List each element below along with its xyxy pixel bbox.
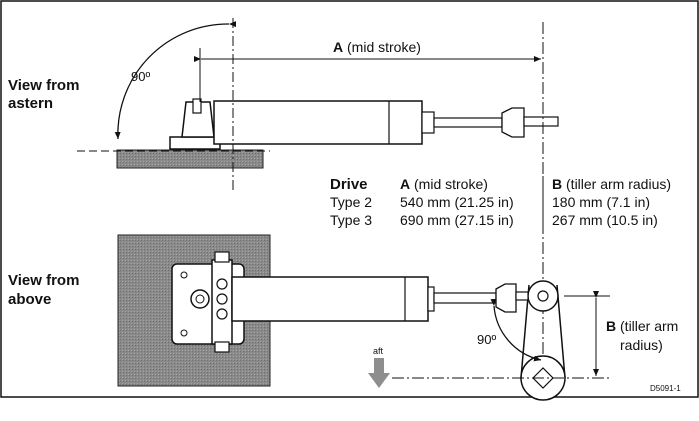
clevis-hole-1 bbox=[216, 278, 228, 290]
table-row-drive: Type 3 bbox=[330, 212, 372, 228]
table-header-a-letter: A bbox=[400, 176, 410, 192]
table-header-b-letter: B bbox=[552, 176, 562, 192]
astern-angle-arc bbox=[114, 21, 237, 140]
dim-b-letter: B bbox=[606, 318, 616, 334]
ram-rod bbox=[433, 117, 503, 128]
table-row-drive: Type 2 bbox=[330, 194, 372, 210]
rod-end-top bbox=[495, 283, 517, 313]
dim-b-label-line2: radius) bbox=[620, 337, 663, 353]
dim-b-caption-1: (tiller arm bbox=[616, 318, 678, 334]
plate-bolt-bl bbox=[180, 329, 188, 337]
above-label-line1: View from bbox=[8, 272, 79, 289]
above-angle-arc bbox=[490, 298, 542, 362]
deck-plate bbox=[116, 149, 264, 169]
table-header-a: A (mid stroke) bbox=[400, 176, 488, 192]
rod-end bbox=[501, 107, 525, 138]
table-header-drive: Drive bbox=[330, 176, 368, 193]
clevis-bottom-bolt bbox=[214, 341, 230, 353]
above-angle-label: 90º bbox=[477, 332, 496, 347]
astern-angle-label: 90º bbox=[131, 69, 150, 84]
plate-bolt-tl bbox=[180, 271, 188, 279]
table-row-b: 180 mm (7.1 in) bbox=[552, 194, 650, 210]
dim-a-label: A (mid stroke) bbox=[333, 39, 421, 55]
table-header-a-text: (mid stroke) bbox=[410, 176, 488, 192]
aft-arrow-icon bbox=[368, 373, 390, 388]
table-header-b: B (tiller arm radius) bbox=[552, 176, 671, 192]
clevis-hole-2 bbox=[216, 293, 228, 305]
table-header-b-text: (tiller arm radius) bbox=[562, 176, 671, 192]
aft-label: aft bbox=[373, 346, 384, 356]
ram-cylinder-top bbox=[231, 276, 429, 322]
cylinder-gland bbox=[421, 111, 435, 134]
dim-a-letter: A bbox=[333, 39, 343, 55]
figure-frame bbox=[0, 0, 699, 398]
ram-rod-top bbox=[433, 292, 497, 304]
astern-label-line2: astern bbox=[8, 95, 53, 112]
above-view bbox=[117, 234, 610, 401]
tiller-eye-bolt bbox=[537, 290, 549, 302]
rod-end-tip bbox=[523, 116, 559, 127]
clevis-hole-3 bbox=[216, 308, 228, 320]
astern-label-line1: View from bbox=[8, 77, 79, 94]
table-row-a: 690 mm (27.15 in) bbox=[400, 212, 514, 228]
clevis-top-bolt bbox=[214, 251, 230, 263]
ram-cylinder bbox=[213, 100, 423, 145]
cylinder-gland-top bbox=[427, 286, 435, 312]
mounting-bracket bbox=[169, 136, 221, 150]
ball-joint-neck bbox=[515, 291, 529, 301]
spec-table: Drive A (mid stroke) B (tiller arm radiu… bbox=[330, 176, 671, 228]
dim-a-caption: (mid stroke) bbox=[343, 39, 421, 55]
table-row-b: 267 mm (10.5 in) bbox=[552, 212, 658, 228]
aft-arrow-shaft bbox=[374, 358, 384, 374]
above-label-line2: above bbox=[8, 291, 51, 308]
dim-b-label-line1: B (tiller arm bbox=[606, 318, 678, 334]
table-row-a: 540 mm (21.25 in) bbox=[400, 194, 514, 210]
figure-code: D5091-1 bbox=[650, 384, 681, 393]
pivot-pin-inner bbox=[195, 294, 205, 304]
astern-view bbox=[77, 18, 559, 190]
